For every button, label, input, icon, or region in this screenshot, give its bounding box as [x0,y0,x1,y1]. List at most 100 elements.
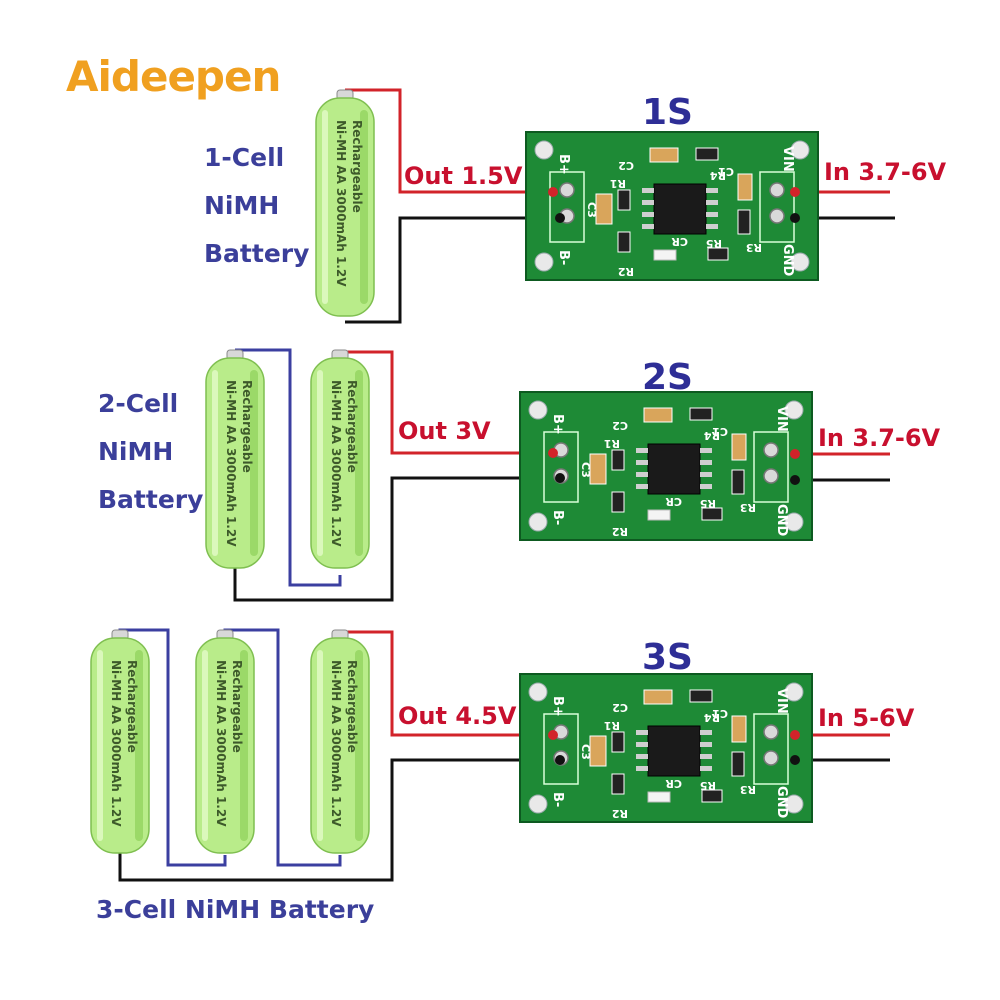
pcb-1s-cap-c2 [649,147,679,163]
pcb-2s-res-r4 [689,407,713,421]
cell-label-2s-line1: 2-Cell [98,389,179,418]
pcb-3s-cap-c2 [643,689,673,705]
pcb-1s-label-r5: R5 [706,237,722,250]
pcb-1s-label-b-plus: B+ [556,154,571,175]
pcb-1s-pad-2 [769,182,785,198]
pcb-2s-ic-pin-l3 [636,484,648,489]
pcb-2s-ic-pin-r2 [700,472,712,477]
pcb-3s-res-r3 [731,751,745,777]
pcb-3s-ic-pin-l3 [636,766,648,771]
battery-1s-shade [360,110,368,304]
battery-1s-text-2: Rechargeable [350,120,364,213]
pcb-2s-label-b-minus: B- [550,510,565,525]
pcb-3s-label-r3: R3 [740,783,756,796]
cell-label-1s-line1: 1-Cell [204,143,285,172]
pcb-3s-label-vin: VIN [774,688,789,714]
pcb-1s-label-cr: CR [671,235,688,248]
pcb-1s-ic-pin-l0 [642,188,654,193]
wire-negative-3s [118,758,560,882]
pcb-1s-ic-pin-r2 [706,212,718,217]
pcb-2s-label-c1: C1 [712,425,728,438]
wire-positive-3s [340,630,553,737]
pcb-3s-label-c2: C2 [612,701,628,714]
cell-label-3s: 3-Cell NiMH Battery [96,895,375,924]
battery-3s-b-highlight [202,650,208,841]
pcb-3s-hole-3 [784,794,804,814]
pcb-2s-cap-c3 [589,453,607,485]
battery-3s-b-body [195,637,255,854]
pcb-2s-res-r2 [611,491,625,513]
pcb-1s-label-r1: R1 [610,177,626,190]
pcb-3s-hole-1 [784,682,804,702]
pcb-2s-hole-0 [528,400,548,420]
pcb-2s-label-cr: CR [665,495,682,508]
battery-3s-c-text-1: Ni-MH AA 3000mAh 1.2V [329,660,343,827]
battery-3s-a-highlight [97,650,103,841]
pcb-1s-hole-1 [790,140,810,160]
battery-2s-a-text-2: Rechargeable [240,380,254,473]
pcb-1s-label-c3: C3 [585,202,598,218]
pcb-2s-label-r1: R1 [604,437,620,450]
wire-pad-dot-7 [790,213,800,223]
title-3s: 3S [642,637,693,678]
pcb-1s-res-r5 [707,247,729,261]
pcb-3s-label-r4: R4 [704,711,720,724]
pcb-1s-res-r2 [617,231,631,253]
pcb-2s-ic-pin-r0 [700,448,712,453]
pcb-2s-ic-pin-r1 [700,460,712,465]
pcb-1s-label-vin: VIN [780,146,795,172]
battery-1s-highlight [322,110,328,304]
pcb-2s-ic-pin-l0 [636,448,648,453]
battery-3s-a-text-1: Ni-MH AA 3000mAh 1.2V [109,660,123,827]
battery-1s-body [315,97,375,317]
brand-logo-text: Aideepen [66,52,281,101]
input-voltage-3s: In 5-6V [818,704,915,732]
pcb-3s-ic-pin-r2 [700,754,712,759]
battery-3s-b-text-2: Rechargeable [230,660,244,753]
pcb-1s-ic-pin-r3 [706,224,718,229]
wire-pad-dot-4 [548,730,558,740]
pcb-2s-hole-1 [784,400,804,420]
pcb-3s-hole-0 [528,682,548,702]
pcb-2s-label-r4: R4 [704,429,720,442]
wire-positive-2s [340,350,553,455]
pcb-1s-pad-0 [559,182,575,198]
pcb-2s-hole-2 [528,512,548,532]
pcb-3s-pad-2 [763,724,779,740]
pcb-2s-in-terminal-box [753,431,789,503]
pcb-3s-in-terminal-box [753,713,789,785]
battery-2s-b-text-1: Ni-MH AA 3000mAh 1.2V [329,380,343,547]
cell-label-2s-line2: NiMH [98,437,174,466]
pcb-3s-bat-terminal-box [543,713,579,785]
brand-logo: Aideepen [66,52,281,101]
battery-2s-a-text-1: Ni-MH AA 3000mAh 1.2V [224,380,238,547]
pcb-3s-label-cr: CR [665,777,682,790]
pcb-2s-res-r3 [731,469,745,495]
battery-1s-text-1: Ni-MH AA 3000mAh 1.2V [334,120,348,287]
pcb-2s-led-cr [647,509,671,521]
input-voltage-1s: In 3.7-6V [824,158,947,186]
battery-3s-b-shade [240,650,248,841]
pcb-3s-label-r1: R1 [604,719,620,732]
pcb-1s-ic [653,183,707,235]
battery-2s-b-text-2: Rechargeable [345,380,359,473]
pcb-1s-label-c1: C1 [718,165,734,178]
pcb-2s-label-gnd: GND [774,504,789,537]
pcb-3s-pad-3 [763,750,779,766]
pcb-3s-ic-pin-l1 [636,742,648,747]
pcb-3s-ic [647,725,701,777]
pcb-1s-label-gnd: GND [780,244,795,277]
pcb-1s-cap-c3 [595,193,613,225]
pcb-3s-label-b-minus: B- [550,792,565,807]
pcb-3s-res-r4 [689,689,713,703]
pcb-2s-cap-c1 [731,433,747,461]
wire-pad-dot-2 [548,448,558,458]
